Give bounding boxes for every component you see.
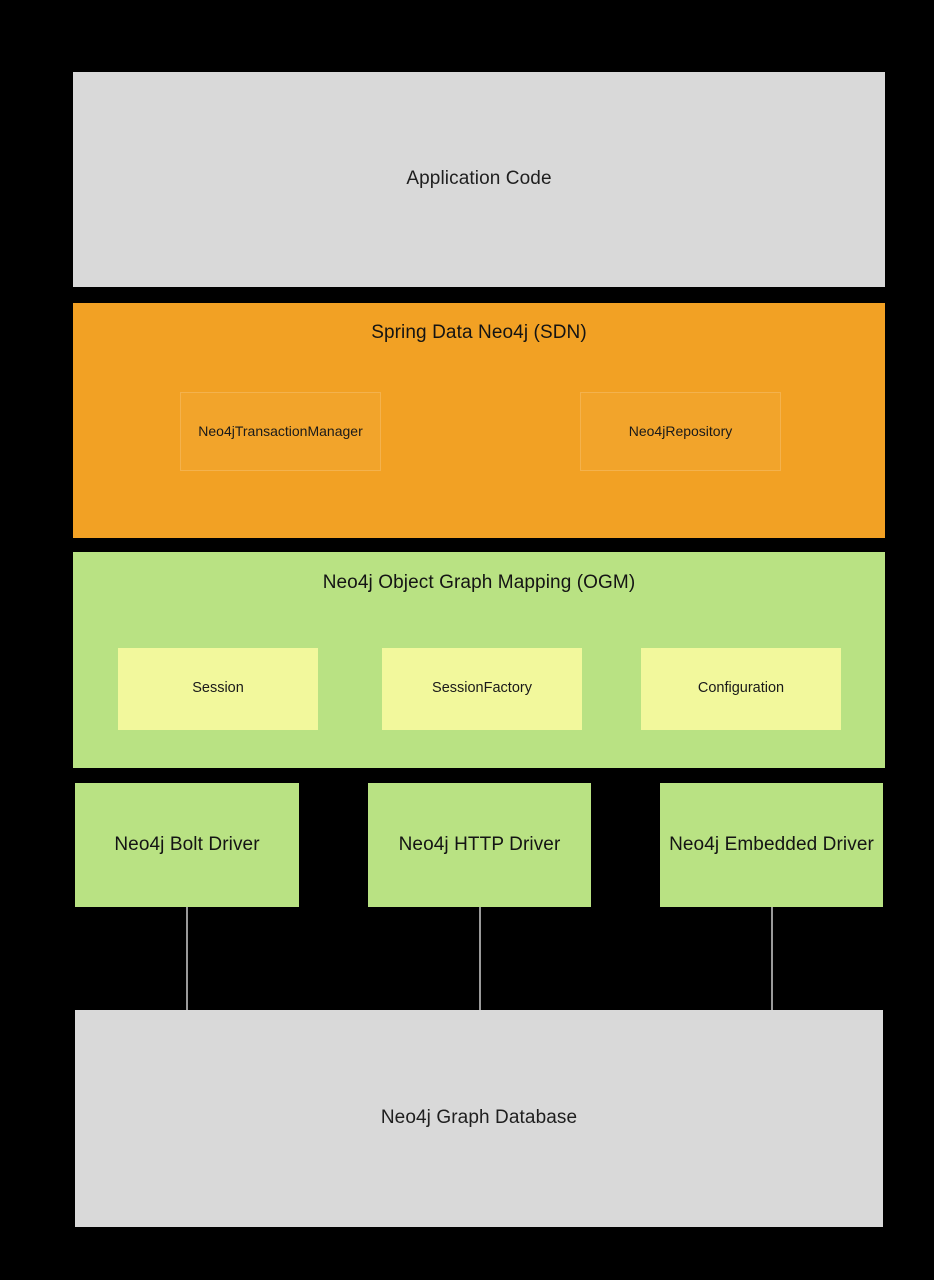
- neo4j-transaction-manager-label: Neo4jTransactionManager: [198, 423, 363, 440]
- neo4j-embedded-driver-box[interactable]: Neo4j Embedded Driver: [660, 783, 883, 907]
- application-code-layer[interactable]: Application Code: [73, 72, 885, 287]
- neo4j-embedded-driver-label: Neo4j Embedded Driver: [669, 833, 874, 855]
- session-label: Session: [192, 680, 244, 697]
- neo4j-http-driver-box[interactable]: Neo4j HTTP Driver: [368, 783, 591, 907]
- configuration-label: Configuration: [697, 680, 785, 697]
- neo4j-graph-database-label: Neo4j Graph Database: [380, 1107, 578, 1129]
- neo4j-graph-database-layer[interactable]: Neo4j Graph Database: [75, 1010, 883, 1227]
- session-factory-label: SessionFactory: [432, 680, 532, 697]
- neo4j-http-driver-label: Neo4j HTTP Driver: [398, 833, 561, 855]
- neo4j-repository-label: Neo4jRepository: [628, 423, 733, 440]
- subbox-neo4j-transaction-manager[interactable]: Neo4jTransactionManager: [180, 392, 381, 471]
- connector-http-to-database: [479, 907, 481, 1010]
- subbox-session[interactable]: Session: [118, 648, 318, 730]
- subbox-session-factory[interactable]: SessionFactory: [382, 648, 582, 730]
- spring-data-neo4j-layer[interactable]: Spring Data Neo4j (SDN) Neo4jTransaction…: [73, 303, 885, 538]
- application-code-label: Application Code: [406, 168, 552, 190]
- neo4j-ogm-title: Neo4j Object Graph Mapping (OGM): [322, 572, 636, 593]
- neo4j-bolt-driver-box[interactable]: Neo4j Bolt Driver: [75, 783, 299, 907]
- subbox-neo4j-repository[interactable]: Neo4jRepository: [580, 392, 781, 471]
- spring-data-neo4j-title: Spring Data Neo4j (SDN): [371, 322, 587, 343]
- neo4j-ogm-layer[interactable]: Neo4j Object Graph Mapping (OGM) Session…: [73, 552, 885, 768]
- subbox-configuration[interactable]: Configuration: [641, 648, 841, 730]
- neo4j-bolt-driver-label: Neo4j Bolt Driver: [114, 833, 260, 855]
- connector-embedded-to-database: [771, 907, 773, 1010]
- connector-bolt-to-database: [186, 907, 188, 1010]
